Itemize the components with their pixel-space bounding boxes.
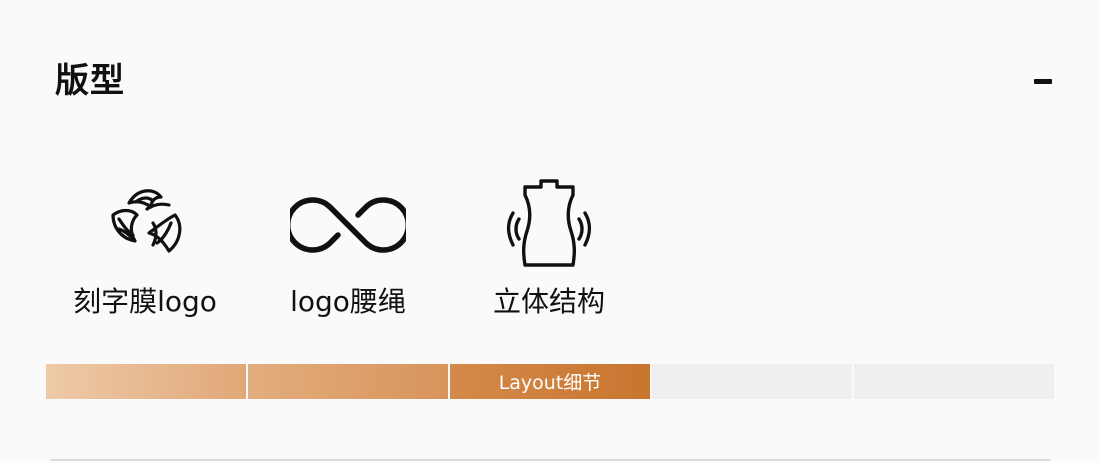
feature-label: 刻字膜logo	[73, 285, 217, 318]
minus-icon	[1034, 78, 1052, 84]
leaf-cluster-icon	[85, 170, 205, 280]
fitted-body-icon	[489, 170, 609, 280]
feature-label: 立体结构	[492, 285, 605, 318]
feature-item-3d-structure[interactable]: 立体结构	[449, 170, 649, 322]
feature-item-engraved-logo[interactable]: 刻字膜logo	[45, 170, 245, 322]
progress-segment[interactable]	[650, 364, 852, 399]
progress-segment[interactable]	[852, 364, 1054, 399]
collapse-button[interactable]	[1020, 58, 1066, 104]
progress-segment[interactable]	[46, 364, 246, 399]
section-title: 版型	[55, 61, 125, 101]
progress-segment-active[interactable]: Layout细节	[448, 364, 650, 399]
progress-segment[interactable]	[246, 364, 448, 399]
infinity-loop-icon	[288, 170, 408, 280]
feature-label: logo腰绳	[290, 285, 406, 318]
divider	[50, 459, 1050, 461]
feature-item-logo-waist-cord[interactable]: logo腰绳	[248, 170, 448, 322]
step-progress-bar: Layout细节	[46, 364, 1054, 399]
